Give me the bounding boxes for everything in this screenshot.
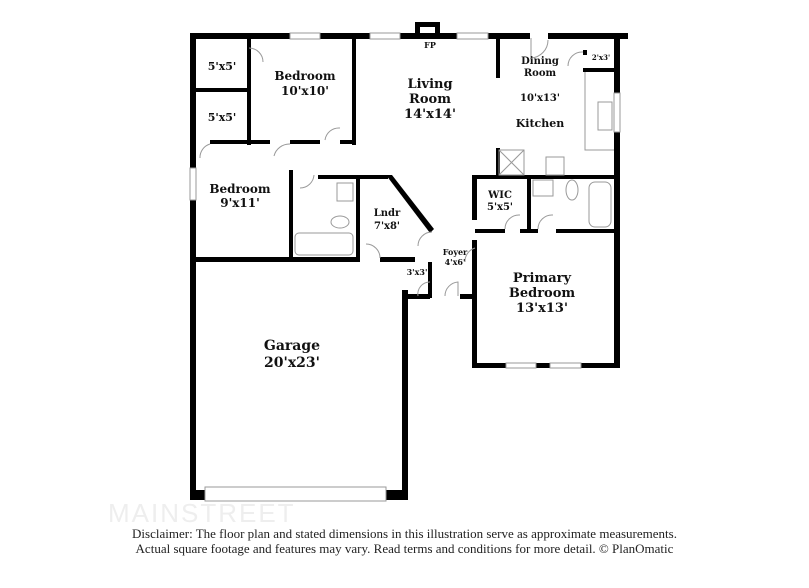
primary-name-1: Primary [513,271,572,286]
closet-2-dim: 5'x5' [208,111,237,124]
bedroom-1-name: Bedroom [274,69,335,83]
kitchen-name: Kitchen [516,117,565,130]
dining-name-2: Room [524,68,557,79]
closet-1-dim: 5'x5' [208,60,237,73]
foyer-dim: 4'x6' [445,257,466,267]
bedroom-2-dim: 9'x11' [220,196,260,210]
garage-name: Garage [264,338,320,354]
laundry-dim: 7'x8' [374,221,400,232]
disclaimer-line-2: Actual square footage and features may v… [135,541,674,556]
laundry-name: Lndr [374,208,401,219]
wic-name: WIC [487,190,512,201]
bedroom-2-name: Bedroom [209,182,270,196]
disclaimer-line-1: Disclaimer: The floor plan and stated di… [132,526,677,541]
fireplace-label: FP [424,40,436,50]
watermark: MAINSTREET [108,498,296,528]
living-room-dim: 14'x14' [404,107,456,122]
pantry-dim: 2'x3' [592,53,610,62]
closet-3-dim: 3'x3' [407,267,428,277]
primary-dim: 13'x13' [516,301,568,316]
living-room-name-1: Living [407,77,452,92]
windows-and-fixtures [189,32,621,502]
living-room-name-2: Room [409,92,451,107]
primary-name-2: Bedroom [509,286,576,301]
garage-dim: 20'x23' [264,355,320,371]
dining-name-1: Dining [521,56,559,67]
bedroom-1-dim: 10'x10' [281,84,329,98]
wic-dim: 5'x5' [487,202,513,213]
foyer-name: Foyer [443,247,468,257]
room-labels: 5'x5' 5'x5' Bedroom 10'x10' Living Room … [208,40,610,371]
walls [190,22,628,500]
dining-dim: 10'x13' [520,93,560,104]
